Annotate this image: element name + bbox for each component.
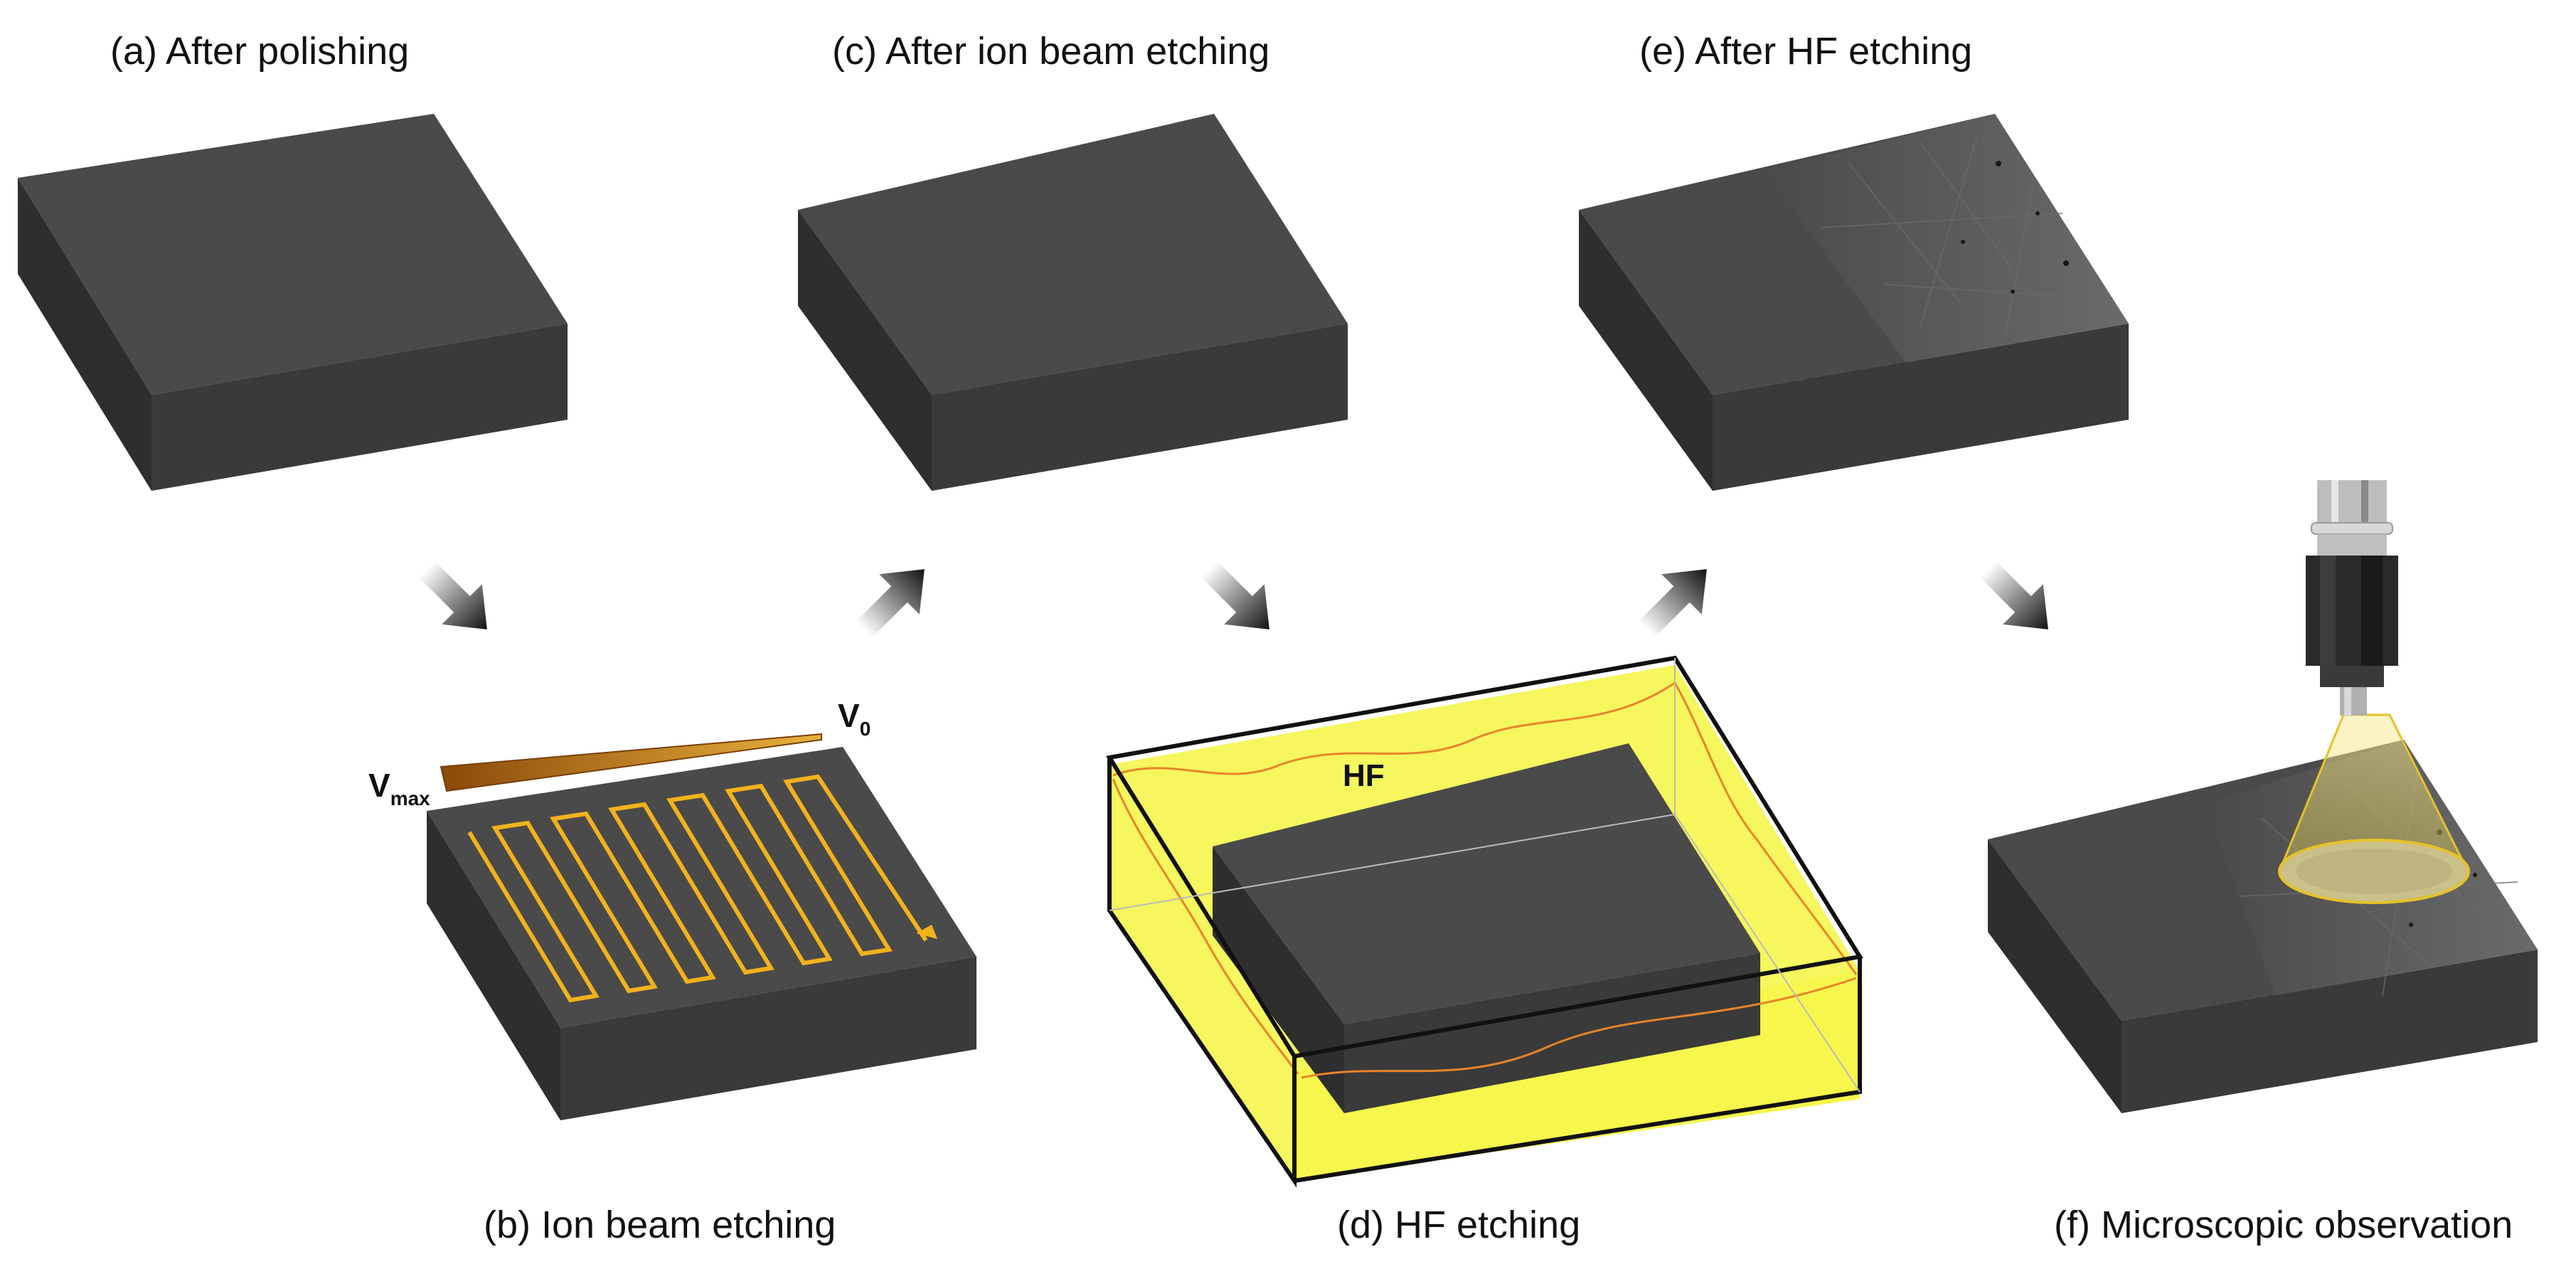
hf-label: HF (1343, 758, 1385, 793)
hf-surface-wave (1112, 681, 1676, 777)
gradient-arrow-icon-2 (843, 548, 945, 650)
panel-label-d: (d) HF etching (1337, 1204, 1580, 1246)
block-ion-beam-etching (427, 733, 976, 1120)
microscope-objective-icon (2306, 480, 2398, 716)
gradient-arrow-icon-1 (406, 548, 508, 650)
panel-label-a: (a) After polishing (110, 30, 409, 73)
v-max-label: Vmax (368, 767, 430, 809)
block-after-polishing (18, 114, 568, 491)
hf-bath (1106, 655, 1863, 1188)
block-after-ion-beam-etching (798, 114, 1348, 491)
panel-label-c: (c) After ion beam etching (832, 30, 1270, 73)
light-cone (2277, 713, 2470, 904)
panel-label-b: (b) Ion beam etching (484, 1204, 836, 1246)
gradient-arrow-icon-4 (1626, 548, 1728, 650)
block-microscopic-observation (1988, 740, 2538, 1113)
v0-label: V0 (838, 697, 871, 740)
raster-scan-path (467, 774, 928, 1003)
panel-label-e: (e) After HF etching (1639, 30, 1972, 73)
etched-surface-texture (1764, 114, 2129, 363)
panel-label-f: (f) Microscopic observation (2054, 1204, 2513, 1246)
gradient-arrow-icon-5 (1967, 548, 2069, 650)
gradient-arrow-icon-3 (1188, 548, 1290, 650)
block-after-hf-etching (1579, 114, 2129, 491)
scan-direction-arrowhead (916, 925, 937, 939)
voltage-gradient-wedge (440, 733, 822, 792)
